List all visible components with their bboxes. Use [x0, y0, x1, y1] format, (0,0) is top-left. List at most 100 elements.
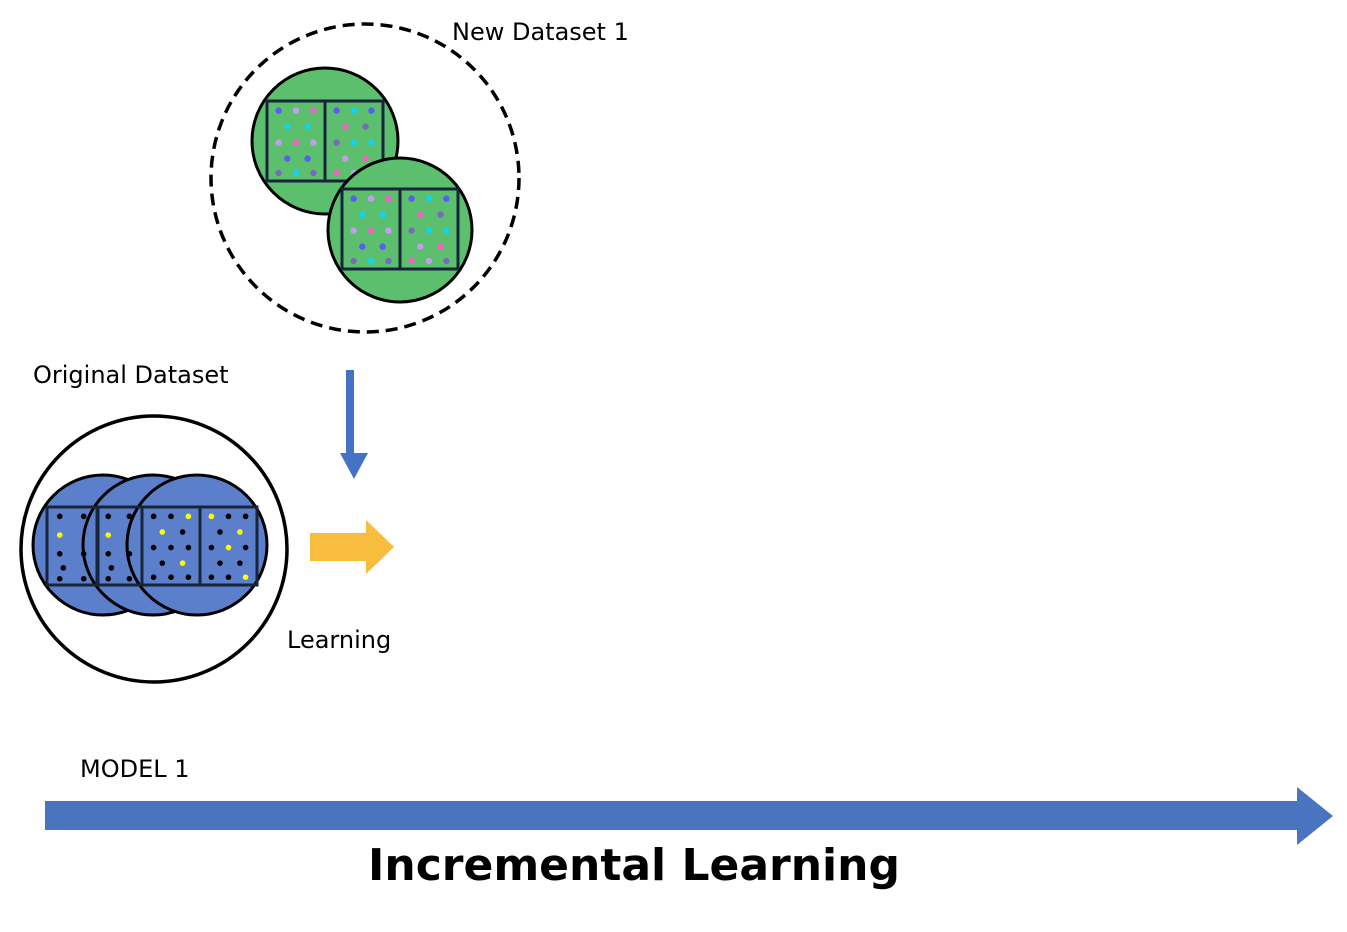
data-point: [408, 227, 415, 234]
data-point: [443, 227, 450, 234]
data-point: [225, 574, 232, 580]
data-point: [217, 529, 223, 535]
data-point: [362, 155, 369, 162]
data-point: [56, 513, 63, 520]
data-point: [208, 513, 215, 520]
data-point: [80, 513, 87, 520]
data-point: [333, 139, 340, 146]
new-dataset-boundary: [209, 22, 521, 334]
data-point: [425, 227, 433, 234]
data-point: [379, 211, 386, 218]
data-point: [359, 243, 366, 250]
timeline-arrow: [45, 787, 1333, 845]
data-point: [159, 560, 166, 566]
data-point: [367, 257, 375, 265]
new-data-sample-set: [326, 156, 474, 304]
data-point: [150, 574, 157, 580]
data-point: [208, 574, 215, 580]
data-point: [168, 574, 174, 580]
data-point: [275, 169, 282, 177]
original-data-sample-sets: [31, 473, 269, 617]
data-point: [105, 575, 112, 582]
original-dataset-label: Original Dataset: [33, 361, 229, 389]
data-point: [275, 139, 282, 146]
data-point: [367, 227, 375, 234]
data-point: [179, 529, 186, 535]
data-point: [242, 544, 249, 551]
original-dataset-group: Original Dataset: [19, 361, 289, 684]
data-point: [342, 123, 349, 130]
data-point: [385, 227, 392, 234]
data-point: [242, 574, 249, 580]
data-point: [217, 560, 223, 566]
sample-set-circle: [125, 473, 269, 617]
data-point: [225, 544, 232, 551]
data-point: [304, 155, 311, 162]
data-point: [56, 551, 63, 557]
learning-label: Learning: [287, 626, 391, 654]
data-point: [185, 574, 192, 580]
data-point: [417, 211, 424, 218]
data-point: [284, 155, 291, 162]
data-point: [310, 139, 317, 146]
data-point: [105, 513, 112, 520]
new-dataset-label: New Dataset 1: [452, 18, 629, 46]
data-point: [185, 513, 192, 520]
data-point: [126, 575, 133, 582]
data-point: [304, 123, 311, 130]
timeline-title: Incremental Learning: [368, 840, 900, 891]
data-point: [310, 107, 317, 114]
data-point: [362, 123, 369, 130]
data-point: [80, 575, 87, 582]
data-point: [126, 513, 133, 520]
data-point: [292, 107, 300, 114]
data-point: [443, 257, 450, 265]
data-point: [284, 123, 291, 130]
data-point: [333, 169, 340, 177]
data-point: [437, 211, 444, 218]
data-point: [108, 565, 115, 571]
data-point: [350, 227, 357, 234]
data-point: [379, 243, 386, 250]
data-point: [126, 551, 133, 557]
data-point: [368, 107, 375, 114]
sample-box: [198, 505, 259, 587]
data-point: [310, 169, 317, 177]
data-point: [425, 257, 433, 265]
data-point: [350, 195, 357, 202]
data-point: [60, 565, 67, 571]
data-point: [292, 169, 300, 177]
data-point: [368, 139, 375, 146]
data-point: [56, 532, 63, 538]
data-point: [443, 195, 450, 202]
data-point: [208, 544, 215, 551]
data-point: [105, 532, 112, 538]
data-point: [359, 211, 366, 218]
data-point: [350, 257, 357, 265]
sample-box: [398, 187, 460, 271]
data-point: [417, 243, 424, 250]
data-point: [225, 513, 232, 520]
data-point: [408, 195, 415, 202]
data-point: [168, 544, 174, 551]
new-dataset-group: New Dataset 1: [209, 18, 629, 334]
data-point: [342, 155, 349, 162]
data-point: [367, 195, 375, 202]
data-point: [408, 257, 415, 265]
data-point: [80, 551, 87, 557]
data-point: [150, 544, 157, 551]
data-point: [237, 529, 243, 535]
incoming-data-arrow: [340, 370, 368, 479]
data-point: [425, 195, 433, 202]
data-point: [437, 243, 444, 250]
data-point: [185, 544, 192, 551]
data-point: [242, 513, 249, 520]
learning-arrow: [310, 520, 394, 574]
data-point: [237, 560, 243, 566]
data-point: [292, 139, 300, 146]
data-point: [168, 513, 174, 520]
data-point: [159, 529, 166, 535]
data-point: [350, 139, 358, 146]
data-point: [56, 575, 63, 582]
